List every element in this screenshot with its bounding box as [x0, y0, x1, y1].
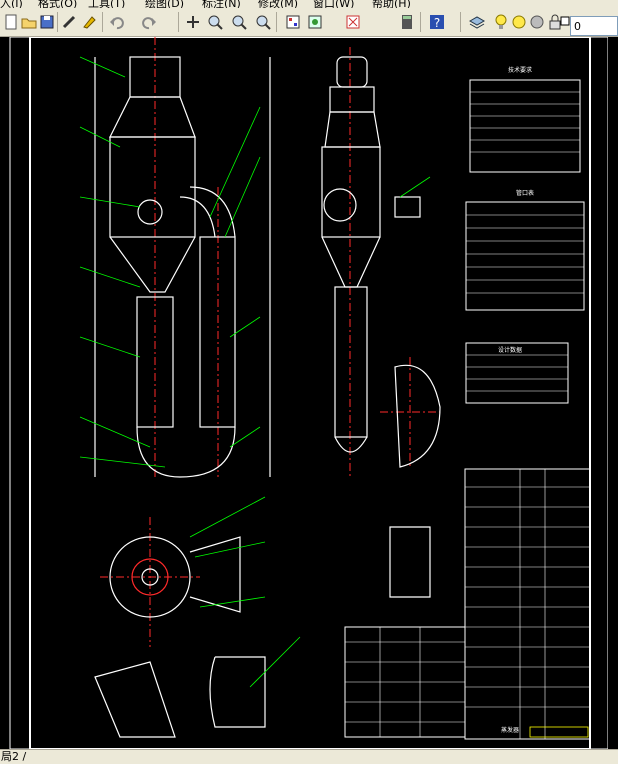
- layout-tab[interactable]: 局2 /: [1, 750, 27, 763]
- calculator-icon[interactable]: [398, 13, 416, 31]
- sun-icon[interactable]: [510, 13, 528, 31]
- undo-icon[interactable]: [108, 13, 126, 31]
- leader-lines: [79, 56, 431, 688]
- menu-bar: 入(I) 格式(O) 工具(T) 绘图(D) 标注(N) 修改(M) 窗口(W)…: [0, 0, 618, 8]
- title-block-label: 蒸发器: [501, 726, 519, 734]
- inner-border: [29, 37, 591, 749]
- freeze-icon[interactable]: [528, 13, 546, 31]
- vertical-scrollbar[interactable]: [608, 37, 618, 749]
- lock-icon[interactable]: [546, 13, 564, 31]
- help-icon[interactable]: ?: [428, 13, 446, 31]
- menu-modify[interactable]: 修改(M): [258, 0, 299, 8]
- menu-window[interactable]: 窗口(W): [313, 0, 355, 8]
- menu-insert[interactable]: 入(I): [0, 0, 23, 8]
- brush-icon[interactable]: [60, 13, 78, 31]
- table-rows: [345, 91, 590, 739]
- menu-format[interactable]: 格式(O): [38, 0, 78, 8]
- tech-req-title: 技术要求: [508, 66, 532, 74]
- properties-icon[interactable]: [284, 13, 302, 31]
- outer-border: [9, 37, 609, 749]
- plan-views: [94, 364, 441, 738]
- layout-tab-bar: 局2 /: [0, 749, 618, 764]
- match-properties-icon[interactable]: [80, 13, 98, 31]
- menu-dimension[interactable]: 标注(N): [202, 0, 241, 8]
- open-icon[interactable]: [20, 13, 38, 31]
- design-center-icon[interactable]: [306, 13, 324, 31]
- zoom-window-icon[interactable]: [230, 13, 248, 31]
- menu-draw[interactable]: 绘图(D): [145, 0, 185, 8]
- layers-icon[interactable]: [468, 13, 486, 31]
- zoom-previous-icon[interactable]: [254, 13, 272, 31]
- front-view: [94, 56, 271, 478]
- tool-palettes-icon[interactable]: [344, 13, 362, 31]
- tables: [344, 79, 591, 740]
- new-icon[interactable]: [2, 13, 20, 31]
- layer-dropdown[interactable]: 0: [570, 16, 618, 36]
- side-view: [321, 56, 421, 453]
- svg-text:?: ?: [434, 16, 440, 30]
- menu-tools[interactable]: 工具(T): [88, 0, 126, 8]
- nozzle-table-title: 管口表: [516, 189, 534, 197]
- design-table-title: 设计数据: [498, 346, 522, 354]
- color-swatch-icon: [560, 16, 570, 26]
- save-icon[interactable]: [38, 13, 56, 31]
- lightbulb-icon[interactable]: [492, 13, 510, 31]
- drawing-canvas[interactable]: 技术要求 管口表 设计数据 蒸发器: [0, 37, 618, 749]
- menu-help[interactable]: 帮助(H): [372, 0, 411, 8]
- title-block-highlight: [529, 726, 589, 738]
- zoom-realtime-icon[interactable]: [206, 13, 224, 31]
- centerlines: [100, 37, 440, 647]
- pan-icon[interactable]: [184, 13, 202, 31]
- standard-toolbar: ? 0: [0, 8, 618, 37]
- redo-icon[interactable]: [140, 13, 158, 31]
